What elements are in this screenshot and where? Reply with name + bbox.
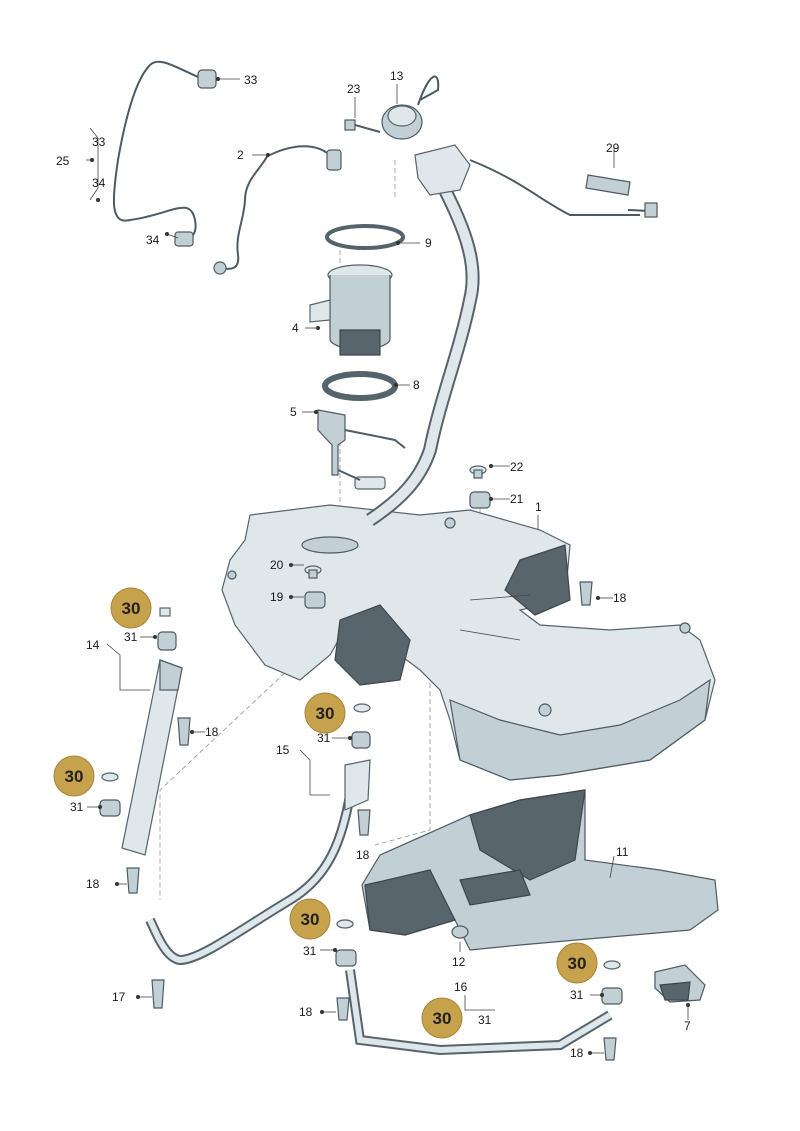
label-7: 7 — [684, 1019, 691, 1033]
tension-strap-15[interactable] — [145, 703, 371, 966]
label-5: 5 — [290, 405, 297, 419]
label-33-top: 33 — [244, 73, 258, 87]
label-31-c: 31 — [70, 800, 84, 814]
label-21: 21 — [510, 492, 524, 506]
label-4: 4 — [292, 321, 299, 335]
badge-30-a[interactable]: 30 — [110, 587, 152, 629]
label-33-bracket: 33 — [92, 135, 106, 149]
part-labels: 33 13 23 33 2 29 25 34 34 9 4 8 5 22 21 … — [56, 69, 691, 1060]
tension-strap-14[interactable] — [121, 607, 183, 856]
label-31-e: 31 — [570, 988, 584, 1002]
leader-dots — [90, 77, 690, 1055]
seal-ring-9[interactable] — [325, 224, 405, 250]
badge-30-f[interactable]: 30 — [421, 997, 463, 1039]
filler-cap[interactable] — [381, 75, 440, 140]
label-34-bracket: 34 — [92, 176, 106, 190]
label-18-tank: 18 — [613, 591, 627, 605]
bolts[interactable] — [126, 581, 617, 1061]
label-19: 19 — [270, 590, 284, 604]
badge-30-d-text: 30 — [301, 910, 320, 929]
badge-30-a-text: 30 — [122, 599, 141, 618]
badge-30-e[interactable]: 30 — [556, 942, 598, 984]
filler-neck[interactable] — [366, 144, 640, 526]
wiring-harness[interactable] — [112, 60, 217, 247]
label-1: 1 — [535, 500, 542, 514]
fuel-tank[interactable] — [221, 504, 716, 781]
locking-ring-8[interactable] — [322, 371, 398, 401]
label-31-d: 31 — [303, 944, 317, 958]
fuel-line-2[interactable] — [213, 145, 342, 275]
label-18-left: 18 — [86, 877, 100, 891]
label-13: 13 — [390, 69, 404, 83]
label-11: 11 — [616, 845, 629, 859]
buffers-tank-top[interactable] — [304, 465, 491, 609]
label-20: 20 — [270, 558, 284, 572]
leader-lines — [86, 78, 689, 1054]
badge-30-f-text: 30 — [433, 1009, 452, 1028]
fuel-pump-unit-4[interactable] — [309, 264, 393, 356]
label-31-b: 31 — [317, 731, 331, 745]
badge-30-b-text: 30 — [316, 704, 335, 723]
label-29: 29 — [606, 141, 620, 155]
label-8: 8 — [413, 378, 420, 392]
level-sender-5[interactable] — [317, 409, 406, 490]
label-9: 9 — [425, 236, 432, 250]
label-17: 17 — [112, 990, 126, 1004]
label-14: 14 — [86, 638, 100, 652]
buffer-sets-31[interactable] — [99, 772, 623, 1005]
label-31-a: 31 — [124, 630, 138, 644]
control-unit-7[interactable] — [654, 964, 706, 1003]
label-2: 2 — [237, 148, 244, 162]
label-25: 25 — [56, 154, 70, 168]
badge-30-c[interactable]: 30 — [53, 755, 95, 797]
badge-30-c-text: 30 — [65, 767, 84, 786]
label-23: 23 — [347, 82, 361, 96]
clip-29[interactable] — [585, 174, 658, 218]
badge-30-e-text: 30 — [568, 954, 587, 973]
label-18-strap16: 18 — [299, 1005, 313, 1019]
badge-30-d[interactable]: 30 — [289, 898, 331, 940]
label-31-f: 31 — [478, 1013, 492, 1027]
label-15: 15 — [276, 743, 290, 757]
label-18-bottom: 18 — [570, 1046, 584, 1060]
label-18-strap15: 18 — [356, 848, 370, 862]
label-12: 12 — [452, 955, 466, 969]
grommet-12[interactable] — [451, 925, 469, 939]
label-22: 22 — [510, 460, 524, 474]
badge-30-b[interactable]: 30 — [304, 692, 346, 734]
label-16: 16 — [454, 980, 468, 994]
screw-23[interactable] — [344, 119, 381, 133]
label-34: 34 — [146, 233, 160, 247]
heat-shield-11[interactable] — [361, 789, 719, 951]
label-18-strap14: 18 — [205, 725, 219, 739]
